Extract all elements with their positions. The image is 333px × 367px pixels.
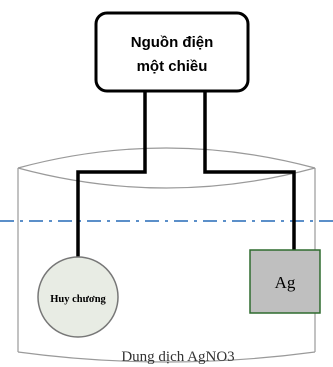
vessel-front-rim <box>17 167 316 189</box>
silver-electrode <box>249 249 321 314</box>
silver-electrode-label: Ag <box>275 273 296 292</box>
medal-label: Huy chương <box>50 294 106 305</box>
wire-to-medal <box>76 90 147 258</box>
power-source-label-line2: một chiều <box>137 58 208 75</box>
medal-electrode <box>37 256 119 338</box>
vessel <box>17 147 316 363</box>
power-source-box <box>94 11 250 93</box>
solution-label: Dung dịch AgNO3 <box>121 349 234 365</box>
wire-to-silver <box>203 90 296 250</box>
vessel-back-rim <box>17 147 316 169</box>
vessel-bottom <box>17 351 316 363</box>
power-source-label-line1: Nguồn điện <box>131 34 214 51</box>
